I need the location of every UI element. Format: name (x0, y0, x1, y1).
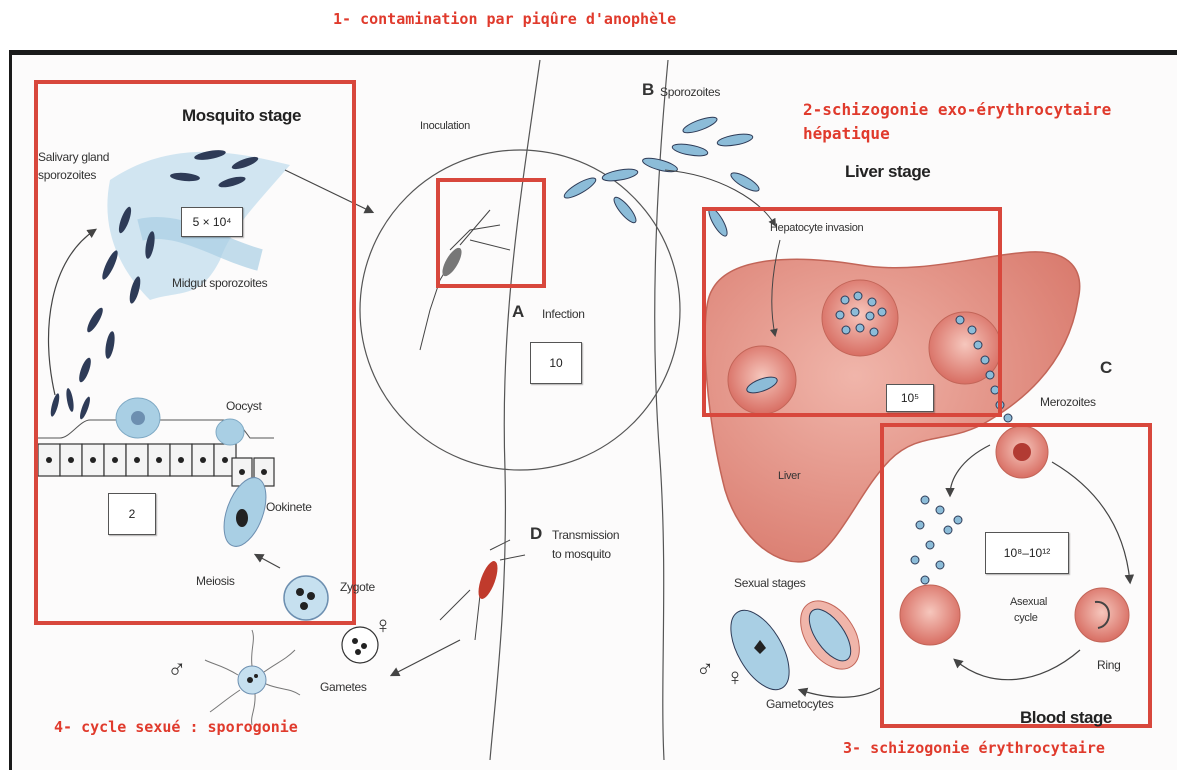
marker-c: C (1100, 358, 1112, 378)
marker-b: B (642, 80, 654, 100)
label-ring: Ring (1097, 658, 1120, 672)
label-midgut: Midgut sporozoites (172, 276, 267, 290)
label-liver: Liver (778, 470, 800, 482)
marker-d: D (530, 524, 542, 544)
label-ookinete: Ookinete (266, 500, 312, 514)
male-symbol-right: ♂ (696, 656, 714, 684)
marker-a: A (512, 302, 524, 322)
label-gametes: Gametes (320, 680, 367, 694)
label-meiosis: Meiosis (196, 574, 235, 588)
blood-stage-box (880, 423, 1152, 728)
label-infection: Infection (542, 307, 585, 321)
label-inoculation: Inoculation (420, 120, 470, 132)
label-hepatocyte-invasion: Hepatocyte invasion (770, 222, 863, 234)
label-transmission-1: Transmission (552, 528, 619, 542)
liver-stage-box (702, 207, 1002, 417)
male-symbol-left: ♂ (167, 654, 187, 685)
count-oocyst: 2 (108, 493, 156, 535)
label-gametocytes: Gametocytes (766, 697, 833, 711)
label-asexual-2: cycle (1014, 612, 1038, 624)
label-merozoites: Merozoites (1040, 395, 1096, 409)
label-asexual-1: Asexual (1010, 596, 1047, 608)
count-blood: 10⁸–10¹² (985, 532, 1069, 574)
note-step2-line2: hépatique (803, 124, 890, 143)
count-liver: 10⁵ (886, 384, 934, 412)
label-transmission-2: to mosquito (552, 547, 611, 561)
inoculation-box (436, 178, 546, 288)
blood-stage-title: Blood stage (1020, 708, 1112, 728)
count-infection: 10 (530, 342, 582, 384)
note-step3: 3- schizogonie érythrocytaire (843, 739, 1105, 757)
note-step4: 4- cycle sexué : sporogonie (54, 718, 298, 736)
mosquito-stage-title: Mosquito stage (182, 106, 301, 126)
count-salivary: 5 × 10⁴ (181, 207, 243, 237)
label-salivary-1: Salivary gland (38, 150, 109, 164)
label-salivary-2: sporozoites (38, 168, 96, 182)
liver-stage-title: Liver stage (845, 162, 930, 182)
female-symbol-left: ♀ (374, 612, 392, 640)
female-symbol-right: ♀ (726, 664, 744, 692)
note-step2-line1: 2-schizogonie exo-érythrocytaire (803, 100, 1111, 119)
label-sporozoites: Sporozoites (660, 85, 720, 99)
label-sexual-stages: Sexual stages (734, 576, 805, 590)
label-oocyst: Oocyst (226, 399, 262, 413)
label-zygote: Zygote (340, 580, 375, 594)
